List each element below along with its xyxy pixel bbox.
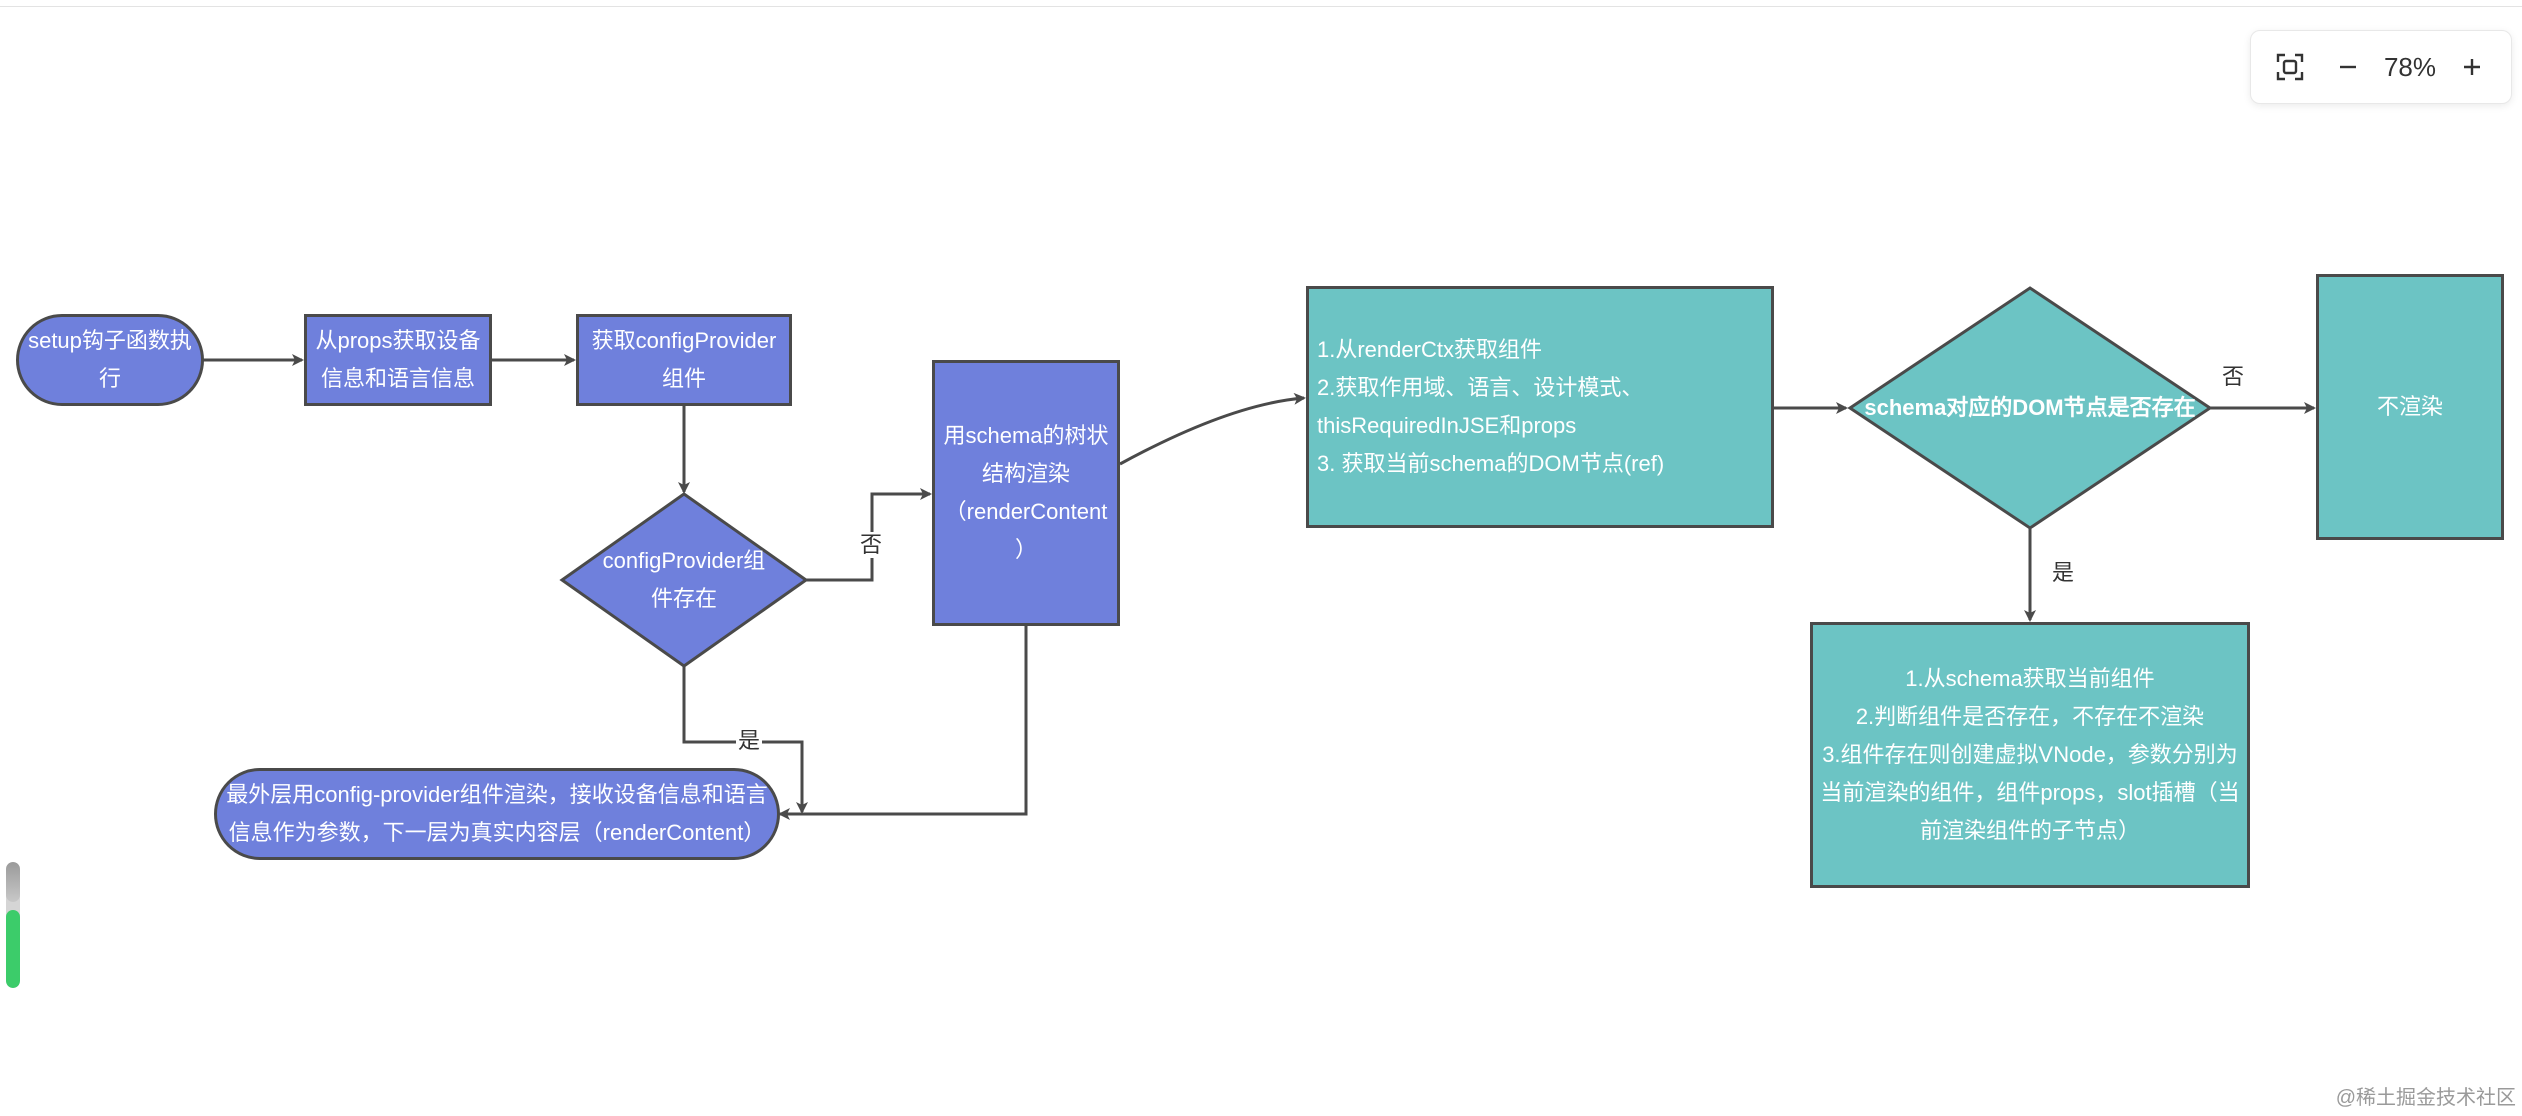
edge-label-no-dom: 否 (2220, 364, 2247, 390)
outer-layer-node-label: 最外层用config-provider组件渲染，接收设备信息和语言 信息作为参数… (226, 782, 768, 845)
watermark: @稀土掘金技术社区 (2335, 1087, 2516, 1109)
dom-exists-node: schema对应的DOM节点是否存在 (1850, 288, 2210, 528)
get-config-provider-node: 获取configProvider 组件 (576, 314, 792, 406)
create-vnode-steps-node: 1.从schema获取当前组件 2.判断组件是否存在，不存在不渲染 3.组件存在… (1810, 622, 2250, 888)
edge-label-yes-dom: 是 (2050, 560, 2077, 586)
render-tree-node-label: 用schema的树状 结构渲染 （renderContent ） (943, 423, 1109, 562)
fit-screen-icon[interactable] (2268, 45, 2312, 89)
config-provider-diamond-shape (559, 492, 809, 668)
dom-exists-diamond-shape (1847, 286, 2213, 530)
plus-icon (2463, 59, 2480, 75)
render-tree-node: 用schema的树状 结构渲染 （renderContent ） (932, 360, 1120, 626)
setup-node-label: setup钩子函数执 行 (28, 328, 192, 391)
edge-label-no-provider: 否 (858, 532, 885, 558)
scrollbar-fill (6, 909, 20, 988)
no-render-node-label: 不渲染 (2376, 394, 2443, 419)
config-provider-exists-label: configProvider组 件存在 (602, 548, 766, 611)
render-ctx-steps-node: 1.从renderCtx获取组件 2.获取作用域、语言、设计模式、 thisRe… (1306, 286, 1774, 528)
no-render-node: 不渲染 (2316, 274, 2504, 540)
edge-render-to-ctx (1119, 392, 1306, 466)
create-vnode-steps-label: 1.从schema获取当前组件 2.判断组件是否存在，不存在不渲染 3.组件存在… (1820, 666, 2240, 843)
scrollbar-thumb[interactable] (6, 862, 20, 902)
top-border (0, 0, 2522, 7)
edge-render-to-outer (778, 626, 1028, 820)
zoom-in-button[interactable] (2450, 45, 2494, 89)
zoom-toolbar: 78% (2250, 30, 2512, 104)
outer-layer-node: 最外层用config-provider组件渲染，接收设备信息和语言 信息作为参数… (214, 768, 780, 860)
get-props-node: 从props获取设备 信息和语言信息 (304, 314, 492, 406)
zoom-out-button[interactable] (2326, 45, 2370, 89)
setup-node: setup钩子函数执 行 (16, 314, 204, 406)
render-ctx-steps-label: 1.从renderCtx获取组件 2.获取作用域、语言、设计模式、 thisRe… (1317, 337, 1665, 476)
edge-label-yes-provider: 是 (736, 728, 763, 754)
zoom-level: 78% (2383, 51, 2436, 82)
get-config-provider-node-label: 获取configProvider 组件 (591, 328, 777, 391)
dom-exists-label: schema对应的DOM节点是否存在 (1864, 395, 2196, 420)
get-props-node-label: 从props获取设备 信息和语言信息 (315, 328, 481, 391)
minus-icon (2339, 65, 2356, 69)
vertical-scrollbar[interactable] (6, 862, 20, 988)
config-provider-exists-node: configProvider组 件存在 (562, 494, 806, 666)
